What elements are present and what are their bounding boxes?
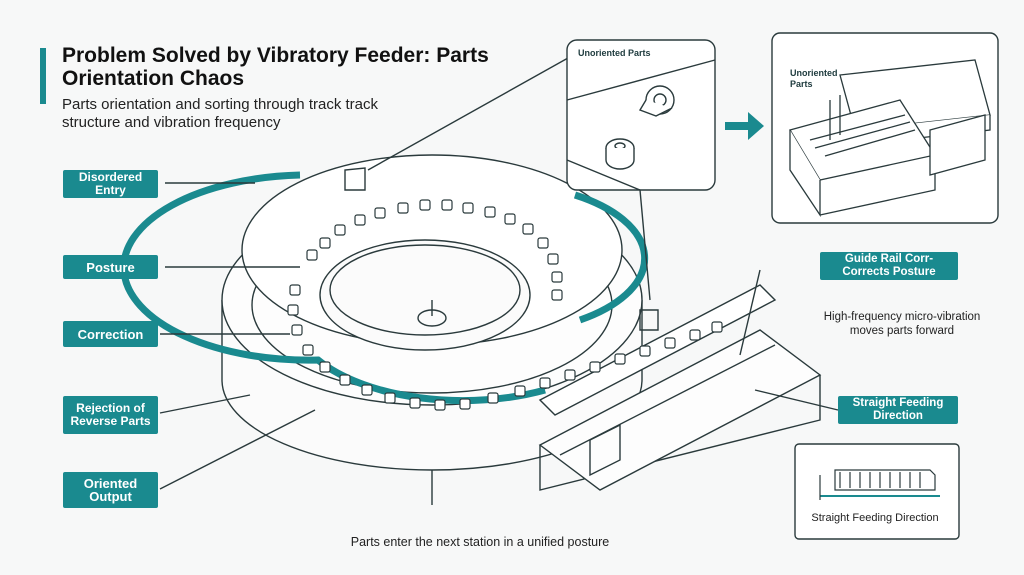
tag-posture: Posture	[63, 255, 158, 279]
inset-caption-straight-feeding: Straight Feeding Direction	[811, 512, 939, 524]
arrow-icon	[725, 112, 764, 140]
tag-rejection-of-reverse-parts: Rejection of Reverse Parts	[63, 396, 158, 434]
tag-straight-feeding-direction: Straight Feeding Direction	[838, 396, 958, 424]
inset-label-unoriented-parts: Unoriented Parts	[578, 48, 651, 58]
note-vibration: High-frequency micro-vibration moves par…	[823, 311, 981, 337]
tag-guide-rail: Guide Rail Corr-Corrects Posture	[820, 252, 958, 280]
note-bottom-caption: Parts enter the next station in a unifie…	[350, 535, 610, 549]
tag-correction: Correction	[63, 321, 158, 347]
page-subtitle: Parts orientation and sorting through tr…	[62, 96, 378, 131]
page-title: Problem Solved by Vibratory Feeder: Part…	[62, 44, 489, 90]
part-ring	[287, 199, 723, 411]
tag-oriented-output: Oriented Output	[63, 472, 158, 508]
accent-bar	[40, 48, 46, 104]
inset-label-unoriented-parts-2: Unoriented Parts	[790, 68, 838, 89]
tag-disordered-entry: Disordered Entry	[63, 170, 158, 198]
